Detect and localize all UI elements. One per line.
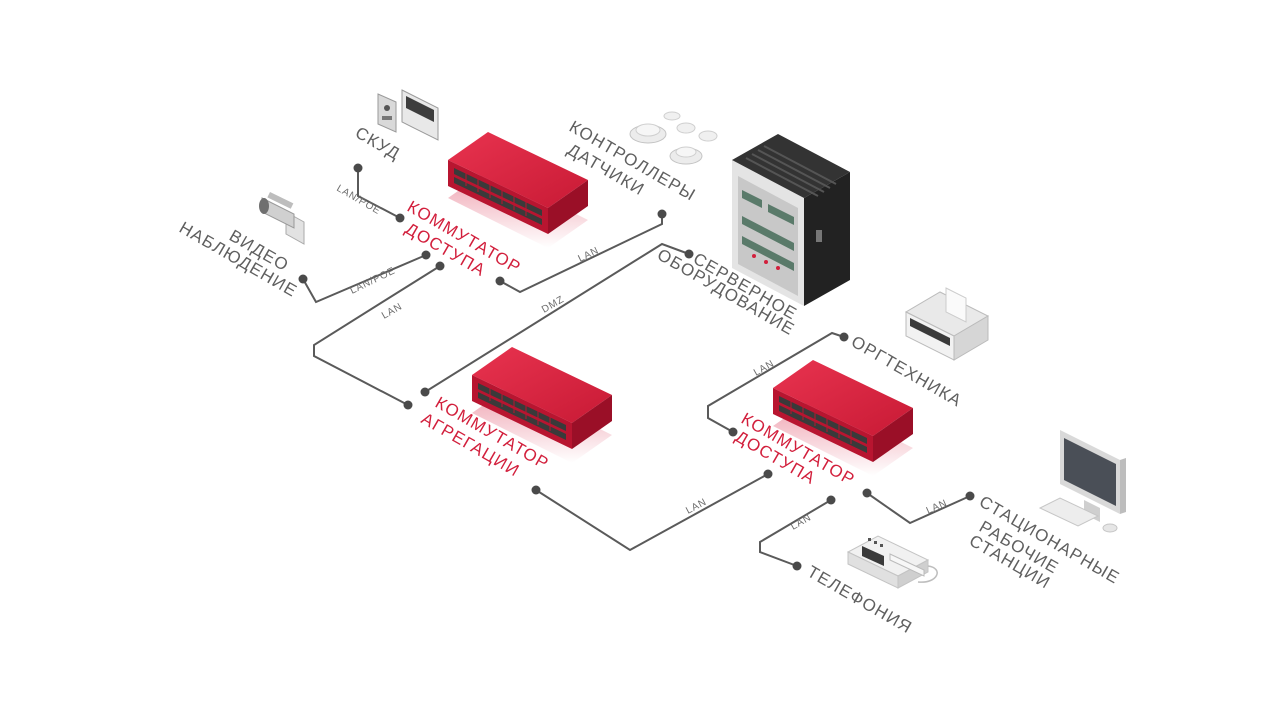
cctv-camera-icon xyxy=(259,192,305,245)
wire-telephony xyxy=(759,499,832,567)
link-label-office: LAN xyxy=(752,358,776,378)
link-label-access1-agg: LAN xyxy=(380,301,404,321)
aggregation-switch xyxy=(471,346,613,464)
wire-workstations xyxy=(866,492,971,525)
access-control-panel-icon xyxy=(377,89,439,141)
wire-agg-access2 xyxy=(535,473,769,552)
wire-access1-agg xyxy=(313,265,441,406)
wire-controllers xyxy=(499,214,663,294)
smoke-sensor-icon xyxy=(629,111,718,165)
printer-icon xyxy=(904,287,990,361)
desktop-computer-icon xyxy=(1038,430,1126,533)
link-label-telephony: LAN xyxy=(789,512,813,532)
link-label-workstations: LAN xyxy=(925,498,949,517)
link-label-video: LAN/POE xyxy=(348,265,397,296)
link-label-controllers: LAN xyxy=(576,245,600,264)
wire-video xyxy=(302,254,427,304)
connection-dots xyxy=(298,163,975,571)
wire-office xyxy=(707,331,845,433)
desk-phone-icon xyxy=(846,535,938,589)
wire-skud xyxy=(357,168,401,219)
connections xyxy=(302,168,971,567)
server-rack-icon xyxy=(732,134,850,306)
node-labels: СКУД ВИДЕО НАБЛЮДЕНИЕ КОНТРОЛЛЕРЫ ДАТЧИК… xyxy=(176,117,1123,637)
wire-dmz xyxy=(424,242,690,393)
